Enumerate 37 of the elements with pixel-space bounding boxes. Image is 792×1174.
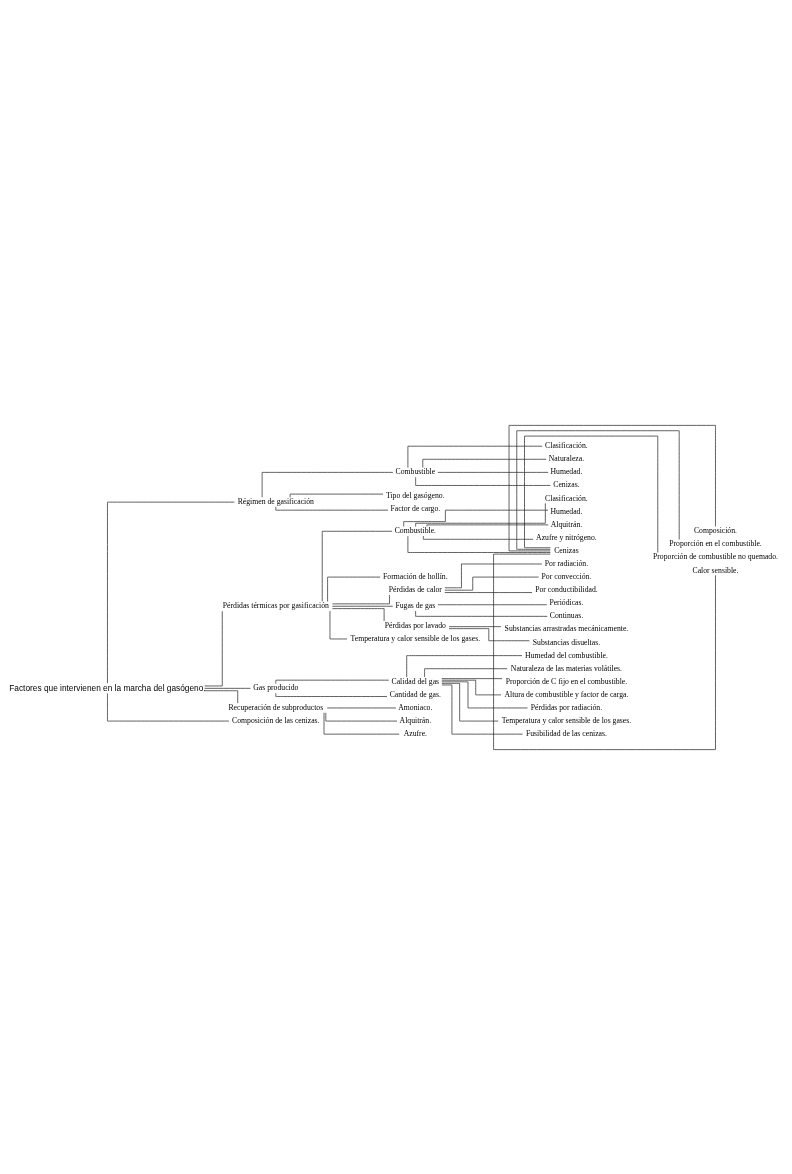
connector (332, 607, 385, 621)
connector (444, 576, 539, 591)
connector (493, 553, 716, 750)
node-text: Factores que intervienen en la marcha del gasógeno. (9, 682, 206, 693)
connector (448, 627, 530, 641)
connector (441, 677, 503, 679)
connector (107, 692, 230, 721)
connector (415, 502, 546, 527)
connector (407, 535, 551, 553)
connector (444, 563, 543, 588)
connector (407, 445, 543, 468)
connector (508, 424, 716, 551)
connector (441, 679, 502, 695)
connector (107, 501, 235, 684)
connector (332, 605, 394, 607)
connector (321, 530, 393, 602)
connector (441, 684, 523, 734)
connector (423, 535, 534, 540)
connector (437, 603, 548, 605)
connector (444, 591, 533, 593)
connector (424, 667, 508, 677)
connector (422, 458, 547, 468)
connector (524, 435, 659, 553)
connector (426, 524, 549, 527)
connector (437, 471, 549, 473)
connector (261, 471, 394, 498)
connector (415, 476, 551, 486)
connector (406, 654, 523, 677)
connector (516, 429, 680, 550)
connector (403, 509, 549, 527)
connector (275, 692, 388, 697)
connector (332, 594, 390, 604)
connector (327, 576, 381, 602)
connector (415, 610, 548, 617)
connector (448, 625, 502, 627)
connector (441, 680, 528, 708)
connector (441, 682, 499, 721)
